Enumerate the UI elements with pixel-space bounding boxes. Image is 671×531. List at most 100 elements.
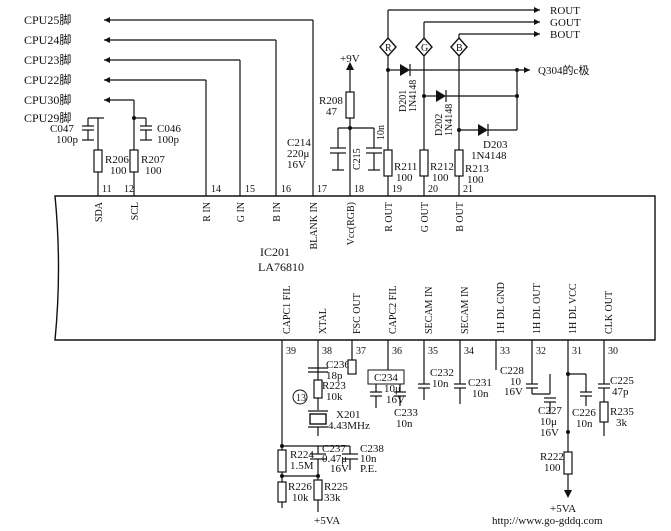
r-marker: R (385, 43, 392, 54)
c228-value: 10 (510, 376, 522, 388)
c238-type: P.E. (360, 463, 377, 475)
r222-ref: R222 (540, 451, 564, 463)
d201-ref: D201 (398, 90, 409, 112)
r211-ref: R211 (394, 161, 417, 173)
pin-14-number: 14 (211, 184, 221, 195)
c237-ref: C237 (322, 443, 346, 455)
r222-value: 100 (544, 462, 561, 474)
x201-ref: X201 (336, 409, 360, 421)
c214-ref: C214 (287, 137, 311, 149)
c238-value: 10n (360, 453, 377, 465)
x201-value: 4.43MHz (328, 420, 370, 432)
pin-capc2-name: CAPC2 FIL (388, 285, 399, 334)
c233-ref: C233 (394, 407, 418, 419)
c237-value: 0.47μ (322, 453, 347, 465)
pin-secam-in-34-name: SECAM IN (460, 286, 471, 334)
r224-ref: R224 (290, 449, 314, 461)
c234-voltage: 16V (386, 394, 405, 406)
c214-voltage: 16V (287, 159, 306, 171)
pin-35-number: 35 (428, 346, 438, 357)
pin-xtal-name: XTAL (318, 308, 329, 334)
pin-vcc-name: Vcc(RGB) (346, 202, 357, 245)
r208-value: 47 (326, 106, 338, 118)
r206-ref: R206 (105, 154, 129, 166)
pin-blank-name: BLANK IN (309, 202, 320, 250)
g-marker: G (421, 43, 428, 54)
c233-value: 10n (396, 418, 413, 430)
xtal-network (292, 360, 328, 436)
q304-label: Q304的c极 (538, 63, 589, 77)
c231-value: 10n (472, 388, 489, 400)
pin-1hdl-out-name: 1H DL OUT (532, 283, 543, 334)
c225-value: 47p (612, 386, 629, 398)
1h-delay-network (495, 360, 610, 498)
d202-value: 1N4148 (444, 104, 455, 136)
cpu-pin29-label: CPU29脚 (24, 110, 71, 125)
cpu-pin24-label: CPU24脚 (24, 32, 71, 47)
pin-clk-out-name: CLK OUT (604, 291, 615, 334)
r213-value: 100 (467, 174, 484, 186)
c228-ref: C228 (500, 365, 524, 377)
marker-13: 13 (296, 393, 306, 404)
pin-31-number: 31 (572, 346, 582, 357)
pin-bin-name: B IN (272, 202, 283, 222)
bout-label: BOUT (550, 29, 580, 41)
supply-9v: +9V (340, 53, 360, 65)
c236-value: 18p (326, 370, 343, 382)
pin-bout-name: B OUT (455, 202, 466, 232)
pin-32-number: 32 (536, 346, 546, 357)
supply-5va-right: +5VA (550, 503, 576, 515)
r211-value: 100 (396, 172, 413, 184)
pin-38-number: 38 (322, 346, 332, 357)
d203-ref: D203 (483, 139, 508, 151)
pin-12-number: 12 (124, 184, 134, 195)
b-marker: B (456, 43, 463, 54)
r212-ref: R212 (430, 161, 454, 173)
gout-label: GOUT (550, 17, 581, 29)
pin-gin-name: G IN (236, 202, 247, 222)
pin-17-number: 17 (317, 184, 327, 195)
c232-ref: C232 (430, 367, 454, 379)
pin-1hdl-vcc-name: 1H DL VCC (568, 283, 579, 334)
pin-34-number: 34 (464, 346, 474, 357)
pin-fsc-name: FSC OUT (352, 293, 363, 334)
c227-ref: C227 (538, 405, 562, 417)
vcc-rgb-network (330, 62, 382, 176)
pin-sda-name: SDA (94, 201, 105, 222)
c215-ref: C215 (352, 148, 363, 170)
c234-value: 10μ (384, 383, 401, 395)
c228-voltage: 16V (504, 386, 523, 398)
c236-ref: C236 (326, 359, 350, 371)
sda-scl-network (82, 100, 152, 178)
r223-value: 10k (326, 391, 343, 403)
pin-21-number: 21 (463, 184, 473, 195)
cpu-pin22-label: CPU22脚 (24, 72, 71, 87)
c214-value: 220μ (287, 148, 310, 160)
c234-ref: C234 (374, 372, 398, 384)
r226-value: 10k (292, 492, 309, 504)
r212-value: 100 (432, 172, 449, 184)
c047-ref: C047 (50, 123, 74, 135)
c226-value: 10n (576, 418, 593, 430)
r213-ref: R213 (465, 163, 489, 175)
r226-ref: R226 (288, 481, 312, 493)
r207-ref: R207 (141, 154, 165, 166)
pin-secam-in-35-name: SECAM IN (424, 286, 435, 334)
capc1-filter-network (277, 360, 358, 512)
c226-ref: C226 (572, 407, 596, 419)
pin-16-number: 16 (281, 184, 291, 195)
c227-value: 10μ (540, 416, 557, 428)
cpu-pin30-label: CPU30脚 (24, 92, 71, 107)
pin-rin-name: R IN (202, 202, 213, 222)
pin-37-number: 37 (356, 346, 366, 357)
d201-value: 1N4148 (408, 80, 419, 112)
c231-ref: C231 (468, 377, 492, 389)
pin-gout-name: G OUT (420, 202, 431, 232)
r207-value: 100 (145, 165, 162, 177)
r235-value: 3k (616, 417, 628, 429)
rgb-output-network (379, 7, 540, 177)
pin-scl-name: SCL (130, 202, 141, 220)
r223-ref: R223 (322, 380, 346, 392)
r206-value: 100 (110, 165, 127, 177)
